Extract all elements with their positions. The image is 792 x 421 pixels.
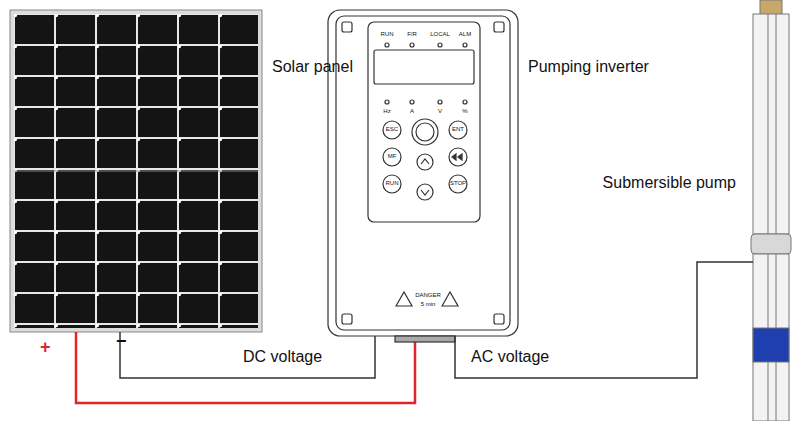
device-heading: Solar panel — [272, 58, 353, 76]
device-node: Pumping inverter — [328, 10, 518, 336]
warning-text: DANGER — [415, 292, 441, 298]
key-label: MF — [388, 153, 397, 159]
key-label: STOP — [450, 180, 466, 186]
device-node: Solar panel — [10, 10, 262, 332]
wire-label: DC voltage — [240, 348, 325, 366]
key-label: ESC — [386, 126, 398, 132]
device-heading: Pumping inverter — [528, 58, 649, 76]
wire-connector — [455, 262, 753, 378]
unit-label: Hz — [383, 108, 390, 114]
led-label: LOCAL — [430, 31, 450, 37]
device-node: Submersible pump — [748, 0, 792, 421]
polarity-sign: + — [40, 338, 51, 356]
led-label: RUN — [381, 31, 394, 37]
key-label: RUN — [386, 180, 399, 186]
device-heading: Submersible pump — [603, 174, 736, 192]
unit-label: A — [410, 108, 414, 114]
unit-label: V — [438, 108, 442, 114]
polarity-sign: − — [116, 332, 127, 350]
led-label: F/R — [407, 31, 417, 37]
wire-label: AC voltage — [468, 348, 552, 366]
pump-figure — [751, 0, 791, 421]
solar-panel-figure — [10, 10, 262, 332]
warning-text: 5 min — [421, 301, 436, 307]
wire-connector — [120, 332, 375, 378]
led-label: ALM — [459, 31, 471, 37]
positive-wire — [76, 332, 415, 403]
unit-label: % — [462, 108, 467, 114]
inverter-figure — [328, 10, 518, 342]
key-label: ENT — [452, 126, 464, 132]
